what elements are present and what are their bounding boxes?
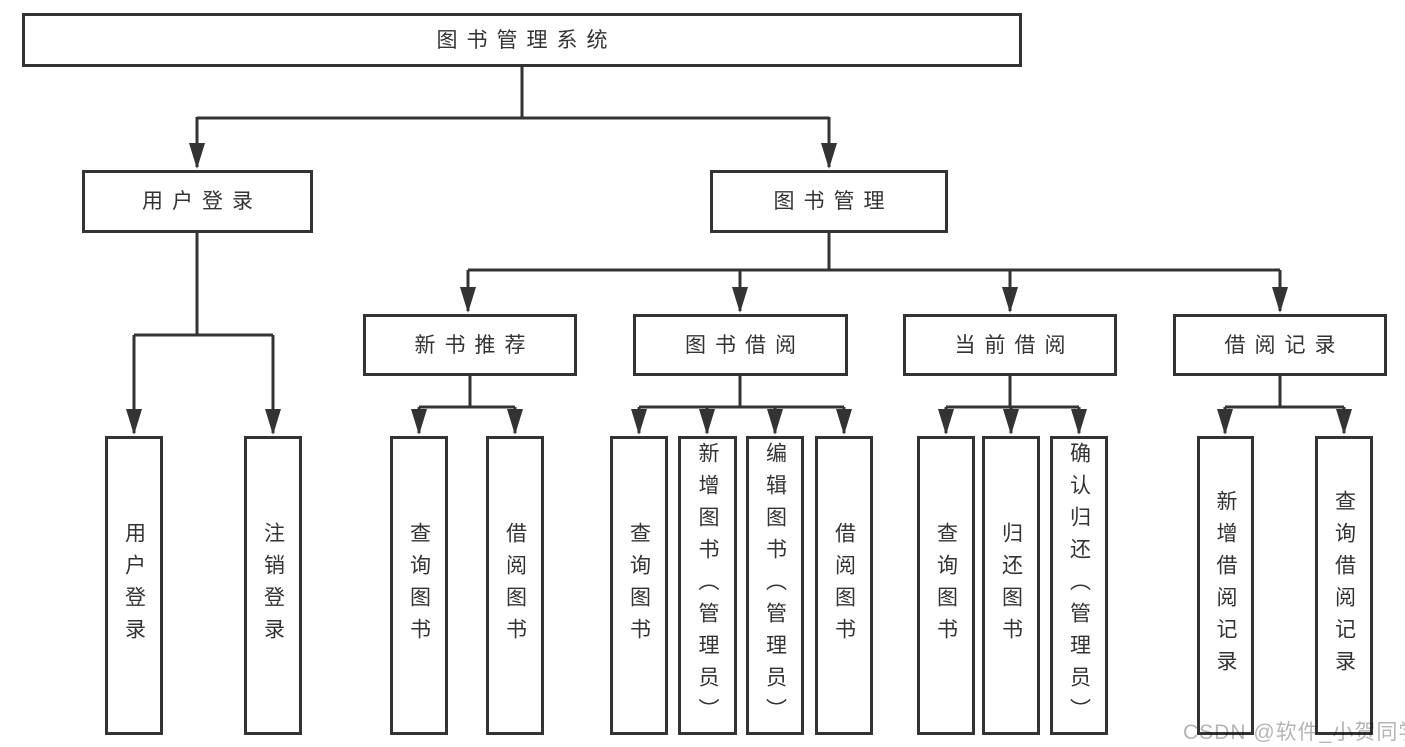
leaf-borrow-books-recommend: 借阅图书	[486, 436, 544, 735]
leaf-confirm-return-admin: 确认归还（管理员）	[1050, 436, 1108, 735]
leaf-query-borrow-record: 查询借阅记录	[1315, 436, 1373, 735]
node-book-management: 图书管理	[710, 170, 948, 233]
leaf-return-books-label: 归还图书	[999, 521, 1023, 650]
node-book-borrow: 图书借阅	[633, 314, 848, 376]
leaf-query-books-current-label: 查询图书	[934, 521, 958, 650]
leaf-query-books-recommend-label: 查询图书	[407, 521, 431, 650]
leaf-add-borrow-record-label: 新增借阅记录	[1214, 489, 1237, 682]
leaf-query-books-borrow-label: 查询图书	[627, 521, 651, 650]
node-root: 图书管理系统	[22, 13, 1022, 67]
node-new-book-recommend-label: 新书推荐	[414, 333, 535, 357]
node-book-management-label: 图书管理	[773, 190, 894, 213]
leaf-borrow-books: 借阅图书	[815, 436, 873, 735]
node-user-login: 用户登录	[82, 170, 313, 233]
leaf-logout: 注销登录	[244, 436, 302, 735]
watermark: CSDN @软件_小贺同学	[1183, 721, 1405, 744]
node-user-login-label: 用户登录	[142, 190, 262, 213]
leaf-user-login-label: 用户登录	[122, 521, 146, 650]
node-current-borrow: 当前借阅	[903, 314, 1117, 376]
leaf-logout-label: 注销登录	[261, 521, 285, 650]
leaf-query-borrow-record-label: 查询借阅记录	[1332, 489, 1356, 682]
leaf-query-books-current: 查询图书	[917, 436, 975, 735]
leaf-borrow-books-label: 借阅图书	[832, 521, 856, 650]
leaf-confirm-return-admin-label: 确认归还（管理员）	[1067, 441, 1091, 730]
node-root-label: 图书管理系统	[436, 28, 617, 52]
leaf-add-borrow-record: 新增借阅记录	[1197, 436, 1254, 735]
leaf-edit-book-admin-label: 编辑图书（管理员）	[763, 441, 787, 730]
leaf-return-books: 归还图书	[982, 436, 1040, 735]
leaf-edit-book-admin: 编辑图书（管理员）	[746, 436, 804, 735]
node-borrow-records-label: 借阅记录	[1224, 333, 1345, 357]
leaf-add-book-admin: 新增图书（管理员）	[678, 436, 737, 735]
node-current-borrow-label: 当前借阅	[954, 333, 1075, 357]
node-borrow-records: 借阅记录	[1173, 314, 1387, 376]
leaf-query-books-recommend: 查询图书	[390, 436, 448, 735]
leaf-add-book-admin-label: 新增图书（管理员）	[696, 441, 719, 730]
node-book-borrow-label: 图书借阅	[685, 333, 805, 357]
leaf-query-books-borrow: 查询图书	[610, 436, 668, 735]
leaf-user-login: 用户登录	[105, 436, 163, 735]
leaf-borrow-books-recommend-label: 借阅图书	[503, 521, 527, 650]
node-new-book-recommend: 新书推荐	[363, 314, 577, 376]
